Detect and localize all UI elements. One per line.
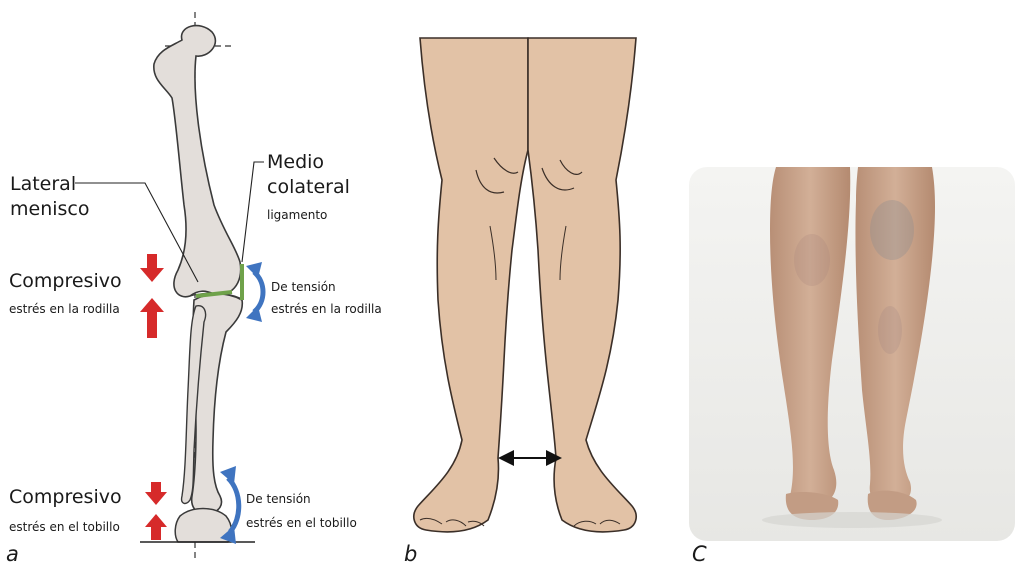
compression-arrow-icon bbox=[145, 482, 167, 540]
collateral-label: colateral bbox=[267, 176, 350, 198]
panel-a-label: a bbox=[6, 542, 19, 565]
knee-tension-title: De tensión bbox=[271, 280, 336, 294]
knee-compress-title: Compresivo bbox=[9, 270, 122, 292]
panel-b-label: b bbox=[404, 542, 417, 565]
ankle-compress-title: Compresivo bbox=[9, 486, 122, 508]
lateral-label: Lateral bbox=[10, 173, 76, 195]
knee-compress-sub: estrés en la rodilla bbox=[9, 302, 120, 316]
medial-ligament-leader bbox=[242, 162, 264, 262]
compression-arrow-icon bbox=[140, 254, 164, 338]
ankle-tension-sub: estrés en el tobillo bbox=[246, 516, 357, 530]
femur-bone bbox=[154, 26, 241, 297]
ankle-compress-sub: estrés en el tobillo bbox=[9, 520, 120, 534]
ankle-tension-title: De tensión bbox=[246, 492, 311, 506]
photo-background bbox=[689, 167, 1015, 541]
ligament-label: ligamento bbox=[267, 208, 327, 222]
knee-tension-sub: estrés en la rodilla bbox=[271, 302, 382, 316]
panel-b-legs bbox=[414, 38, 636, 532]
panel-c-label: C bbox=[692, 542, 707, 565]
medial-label: Medio bbox=[267, 151, 324, 173]
panel-c-photo bbox=[689, 167, 1015, 541]
tension-arrow-icon bbox=[246, 262, 263, 322]
meniscus-label: menisco bbox=[10, 198, 90, 220]
